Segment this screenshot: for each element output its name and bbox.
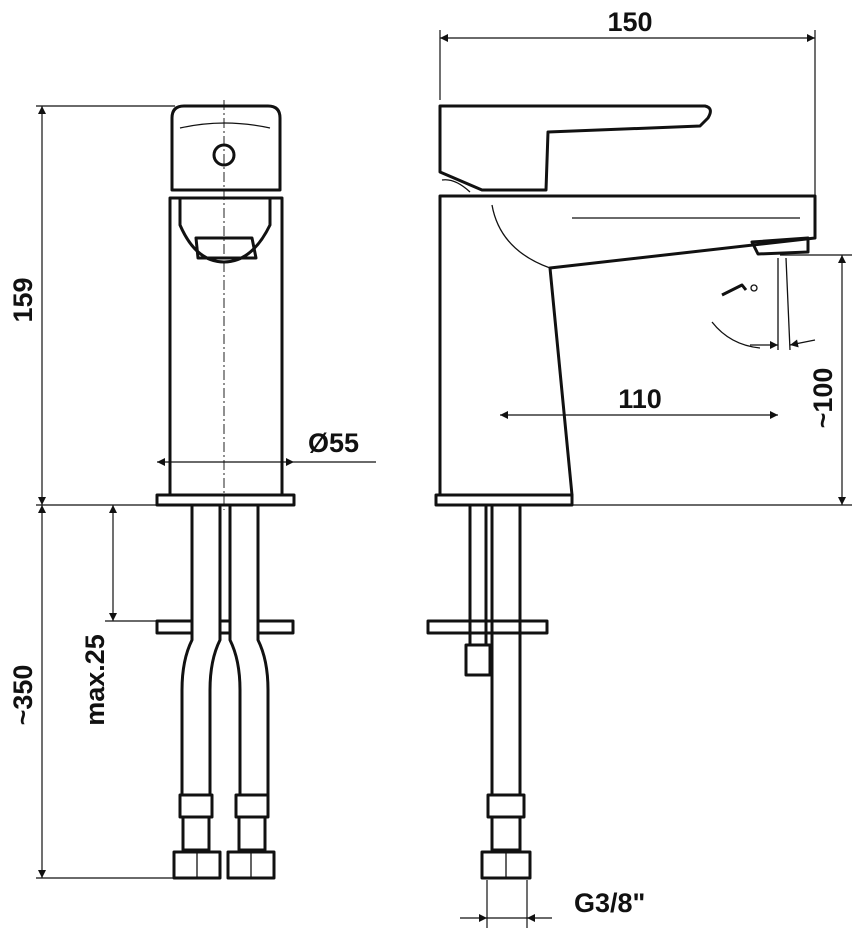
hoses-side	[464, 505, 532, 880]
side-view: 150 110 ~100 G3/8"	[426, 7, 852, 928]
handle-front	[170, 104, 282, 192]
handle-side	[438, 104, 712, 192]
aerator	[750, 236, 810, 256]
base-plate-front	[155, 493, 296, 507]
body-front	[168, 196, 284, 497]
mounting-plate-front	[155, 619, 295, 635]
hoses-front	[172, 505, 276, 880]
spout-height-label: ~100	[808, 368, 838, 429]
height-label: 159	[8, 277, 38, 322]
reach-label: 110	[618, 384, 662, 414]
width-label: 150	[607, 7, 652, 37]
thread-label: G3/8"	[574, 888, 645, 918]
hose-length-label: ~350	[8, 665, 38, 726]
front-view: Ø55 159 ~350 max.25	[8, 100, 376, 880]
diameter-label: Ø55	[308, 428, 359, 458]
handle-indicator	[212, 143, 236, 167]
base-plate-side	[434, 493, 574, 507]
max-thickness-label: max.25	[80, 634, 110, 726]
